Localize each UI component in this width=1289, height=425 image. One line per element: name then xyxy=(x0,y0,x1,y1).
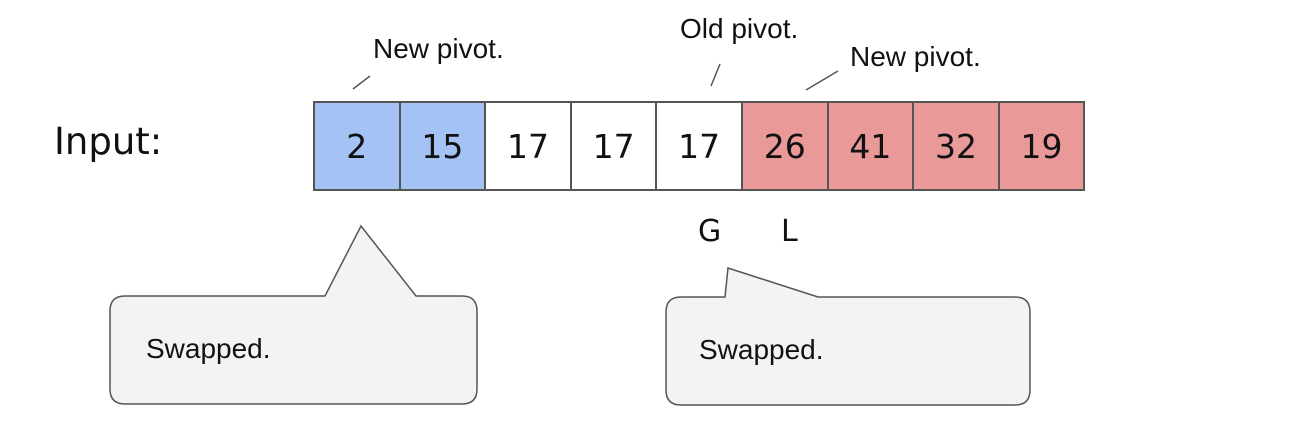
input-array: 2 15 17 17 17 26 41 32 19 xyxy=(313,101,1086,191)
array-cell-8: 19 xyxy=(997,101,1086,191)
swapped-callout-left-bubble xyxy=(109,224,478,405)
swapped-callout-right-bubble xyxy=(665,267,1031,406)
array-cell-0: 2 xyxy=(313,101,401,191)
swapped-callout-left-text: Swapped. xyxy=(146,333,271,364)
new-pivot-left-leader-line xyxy=(352,75,371,90)
array-cell-6: 41 xyxy=(826,101,915,191)
array-cell-1: 15 xyxy=(398,101,487,191)
new-pivot-left-annotation: New pivot. xyxy=(373,33,504,64)
g-pointer-marker: G xyxy=(698,214,722,249)
array-cell-2: 17 xyxy=(484,101,572,191)
array-cell-3: 17 xyxy=(569,101,658,191)
old-pivot-leader-line xyxy=(710,63,721,87)
new-pivot-right-annotation: New pivot. xyxy=(850,41,981,72)
array-cell-5: 26 xyxy=(740,101,829,191)
old-pivot-annotation: Old pivot. xyxy=(680,13,799,44)
new-pivot-right-leader-line xyxy=(805,70,839,91)
l-pointer-marker: L xyxy=(781,214,798,249)
input-label: Input: xyxy=(54,120,163,163)
array-cell-4: 17 xyxy=(655,101,743,191)
swapped-callout-right-text: Swapped. xyxy=(699,334,824,365)
array-cell-7: 32 xyxy=(912,101,1000,191)
